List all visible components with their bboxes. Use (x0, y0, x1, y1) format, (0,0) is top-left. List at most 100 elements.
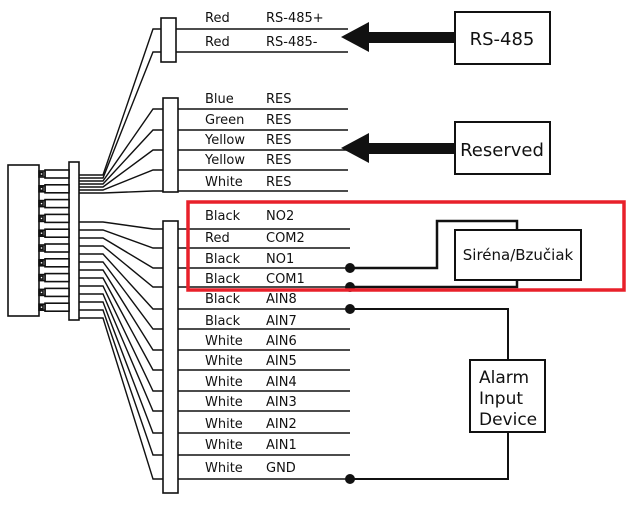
wire-color-label: Black (205, 209, 241, 224)
wire-color-label: Black (205, 314, 241, 329)
wire-row: Black NO2 (178, 209, 350, 230)
wire-signal-label: RES (266, 175, 292, 190)
wire-row: Red RS-485+ (176, 11, 348, 30)
wire-signal-label: RES (266, 153, 292, 168)
wire-row: Yellow RES (178, 133, 348, 151)
wire-signal-label: COM1 (266, 272, 305, 287)
dot-no1 (345, 263, 355, 273)
wire-color-label: White (205, 438, 243, 453)
siren-wiring (350, 219, 519, 289)
wire-row: White RES (178, 175, 348, 192)
harness-wire (79, 237, 163, 269)
terminal-block-io (162, 220, 179, 494)
wire-color-label: White (205, 417, 243, 432)
harness-wire (79, 149, 163, 188)
wire-color-label: Red (205, 11, 230, 26)
wire-signal-label: AIN5 (266, 354, 297, 369)
wire-row: Black AIN7 (178, 314, 350, 330)
harness-wire (79, 108, 163, 182)
wire-color-label: Yellow (204, 153, 245, 168)
harness-wire (79, 28, 163, 176)
wire-color-label: Black (205, 252, 241, 267)
harness-wire (79, 229, 163, 249)
wire-color-label: Red (205, 231, 230, 246)
wire-signal-label: AIN7 (266, 314, 297, 329)
harness-wire (79, 51, 163, 179)
rs485-device-box (454, 11, 551, 65)
wire-color-label: Blue (205, 92, 234, 107)
wire-color-label: Black (205, 292, 241, 307)
wire-signal-label: AIN2 (266, 417, 297, 432)
alarm-device-box (469, 359, 546, 433)
reserved-device-label: Reserved (460, 140, 544, 161)
wire-color-label: White (205, 175, 243, 190)
rs485-arrow (341, 22, 458, 52)
wire-row: White AIN1 (178, 438, 350, 456)
wire-row: White AIN2 (178, 417, 350, 434)
harness-wire (79, 261, 163, 330)
wire-color-label: Black (205, 272, 241, 287)
wire-color-label: Red (205, 35, 230, 50)
harness-wire (79, 301, 163, 434)
terminal-blocks (160, 17, 179, 494)
wire-signal-label: COM2 (266, 231, 305, 246)
siren-device-label: Siréna/Bzučiak (463, 246, 574, 264)
reserved-device-box (454, 121, 551, 175)
harness-wires (79, 28, 163, 480)
connector-pin (38, 213, 70, 224)
harness-wire (79, 169, 163, 191)
connector-pin (38, 198, 70, 209)
wire-color-label: White (205, 461, 243, 476)
wire-signal-label: AIN8 (266, 292, 297, 307)
harness-wire (79, 285, 163, 392)
dot-ain8 (345, 304, 355, 314)
connector-pin (38, 169, 70, 179)
harness-wire (79, 269, 163, 351)
terminal-block-rs485 (160, 17, 177, 63)
dot-gnd (345, 474, 355, 484)
wire-row: Blue RES (178, 92, 348, 110)
harness-wire (79, 293, 163, 412)
siren-device-box (454, 229, 582, 281)
wire-signal-label: AIN6 (266, 334, 297, 349)
wire-row: Black COM1 (178, 272, 350, 288)
connector-pin (38, 302, 70, 313)
wire-color-label: White (205, 334, 243, 349)
wire-signal-label: NO2 (266, 209, 294, 224)
wire-color-label: White (205, 395, 243, 410)
wire-row: White AIN6 (178, 334, 350, 351)
connector-pin (38, 272, 70, 283)
wire-signal-label: NO1 (266, 252, 294, 267)
connector-pin (38, 243, 70, 253)
wire-signal-label: RS-485+ (266, 11, 324, 26)
wire-signal-label: AIN1 (266, 438, 297, 453)
reserved-arrow (341, 133, 458, 163)
connection-dots (345, 263, 355, 484)
harness-wire (79, 245, 163, 288)
wire-color-label: Yellow (204, 133, 245, 148)
harness-wire (79, 190, 163, 194)
harness-wire (79, 129, 163, 185)
wire-signal-label: RS-485- (266, 35, 318, 50)
wire-row: Black AIN8 (178, 292, 350, 310)
wire-signal-label: RES (266, 133, 292, 148)
wire-color-label: White (205, 375, 243, 390)
wire-row: Red RS-485- (176, 35, 348, 53)
alarm-device-label-line3: Device (479, 410, 537, 430)
harness-wire (79, 309, 163, 456)
connector-pin (38, 228, 70, 238)
wire-signal-label: RES (266, 92, 292, 107)
alarm-device-label-line2: Input (479, 389, 523, 409)
connector-pin (38, 184, 70, 194)
wire-signal-label: RES (266, 113, 292, 128)
harness-wire (79, 253, 163, 310)
connector-pin (38, 287, 70, 298)
relay-output-highlight (186, 200, 626, 292)
